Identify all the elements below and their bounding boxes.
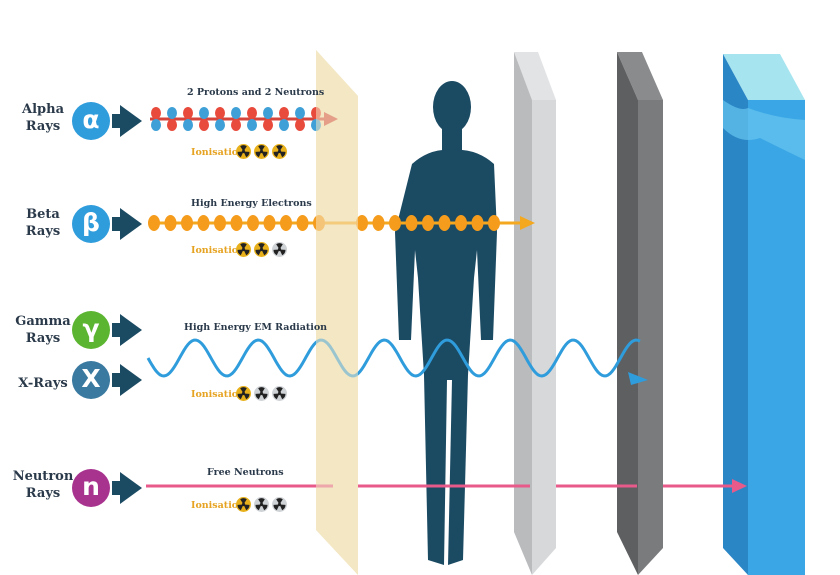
alpha-particle [199, 119, 209, 131]
beta-label-line2: Rays [25, 224, 61, 239]
neutron-arrow-icon [120, 472, 142, 504]
alpha-particle [183, 119, 193, 131]
gamma-xray-wave [146, 338, 648, 385]
radiation-hazard-icon [272, 242, 287, 257]
neutron-ionisation-label: Ionisation [191, 500, 246, 511]
beta-electron [164, 215, 177, 231]
beta-electron [471, 215, 484, 231]
radiation-hazard-icon [272, 386, 287, 401]
alpha-particle [247, 107, 257, 119]
xray-arrow-stem [112, 373, 122, 387]
alpha-particle [279, 107, 289, 119]
radiation-hazard-icon [272, 497, 287, 512]
alpha-symbol-badge: α [72, 102, 110, 140]
gamma-label-line1: Gamma [15, 314, 71, 329]
beta-label-line1: Beta [26, 207, 60, 222]
beta-electron [197, 215, 210, 231]
alpha-particle [295, 119, 305, 131]
gamma-ionisation-label: Ionisation [191, 389, 246, 400]
alpha-beam [150, 107, 338, 131]
alpha-particle [183, 107, 193, 119]
neutron-beam [146, 479, 747, 493]
radiation-hazard-icon [254, 497, 269, 512]
radiation-hazard-icon [254, 144, 269, 159]
neutron-label-line1: Neutron [12, 469, 74, 484]
xray-symbol-badge: X [72, 361, 110, 399]
radiation-hazard-icon [254, 386, 269, 401]
alpha-particle [295, 107, 305, 119]
beta-electron [214, 215, 226, 231]
radiation-hazard-icon [236, 497, 251, 512]
alpha-particle [247, 119, 257, 131]
beta-electron [389, 215, 401, 231]
alpha-caption: 2 Protons and 2 Neutrons [187, 87, 325, 98]
beta-symbol-badge: β [72, 205, 110, 243]
alpha-arrow-icon [120, 105, 142, 137]
radiation-hazard-icon [236, 386, 251, 401]
alpha-particle [215, 119, 225, 131]
lead-barrier [617, 52, 663, 575]
gamma-symbol-badge: γ [72, 311, 110, 349]
radiation-hazard-icon [236, 242, 251, 257]
alpha-arrow-stem [112, 114, 122, 128]
beta-electron [405, 215, 418, 231]
alpha-particle [151, 119, 161, 131]
xray-label-line1: X-Rays [18, 376, 68, 391]
beta-ionisation-label: Ionisation [191, 245, 246, 256]
beta-arrow-stem [112, 217, 122, 231]
xray-arrow-icon [120, 364, 142, 396]
beta-electron [422, 215, 434, 231]
alpha-particle [263, 107, 273, 119]
beta-electron [148, 215, 160, 231]
water-block [723, 54, 805, 575]
beta-electron [280, 215, 292, 231]
gamma-arrow-stem [112, 323, 122, 337]
neutron-label-line2: Rays [25, 486, 61, 501]
alpha-ionisation-label: Ionisation [191, 147, 246, 158]
alpha-particle [167, 119, 177, 131]
alpha-particle [215, 107, 225, 119]
beta-electron [181, 215, 193, 231]
beta-caption: High Energy Electrons [191, 198, 312, 209]
beta-electron [455, 215, 467, 231]
alpha-label-line1: Alpha [22, 102, 64, 117]
neutron-symbol-badge: n [72, 469, 110, 507]
alpha-particle [167, 107, 177, 119]
radiation-hazard-icon [272, 144, 287, 159]
beta-arrowhead [520, 216, 535, 230]
neutron-arrowhead [732, 479, 747, 493]
gamma-arrow-icon [120, 314, 142, 346]
human-silhouette [395, 81, 497, 565]
wave-arrowhead [628, 372, 648, 385]
neutron-caption: Free Neutrons [207, 467, 284, 478]
xray-label: X-Rays [8, 375, 78, 392]
alpha-label-line2: Rays [25, 119, 61, 134]
alpha-particle [231, 119, 241, 131]
radiation-hazard-icon [254, 242, 269, 257]
beta-electron [356, 215, 368, 231]
beta-electron [247, 215, 259, 231]
beta-electron [263, 215, 276, 231]
gamma-caption: High Energy EM Radiation [184, 322, 328, 333]
alpha-particle [263, 119, 273, 131]
beta-arrow-icon [120, 208, 142, 240]
gamma-label-line2: Rays [25, 331, 61, 346]
beta-electron [230, 215, 243, 231]
alpha-particle [151, 107, 161, 119]
alpha-particle [231, 107, 241, 119]
alpha-particle [199, 107, 209, 119]
alpha-particle [279, 119, 289, 131]
aluminium-barrier [514, 52, 556, 575]
radiation-hazard-icon [236, 144, 251, 159]
neutron-arrow-stem [112, 481, 122, 495]
beta-electron [438, 215, 451, 231]
beta-electron [488, 215, 500, 231]
beta-electron [296, 215, 309, 231]
beta-electron [372, 215, 385, 231]
